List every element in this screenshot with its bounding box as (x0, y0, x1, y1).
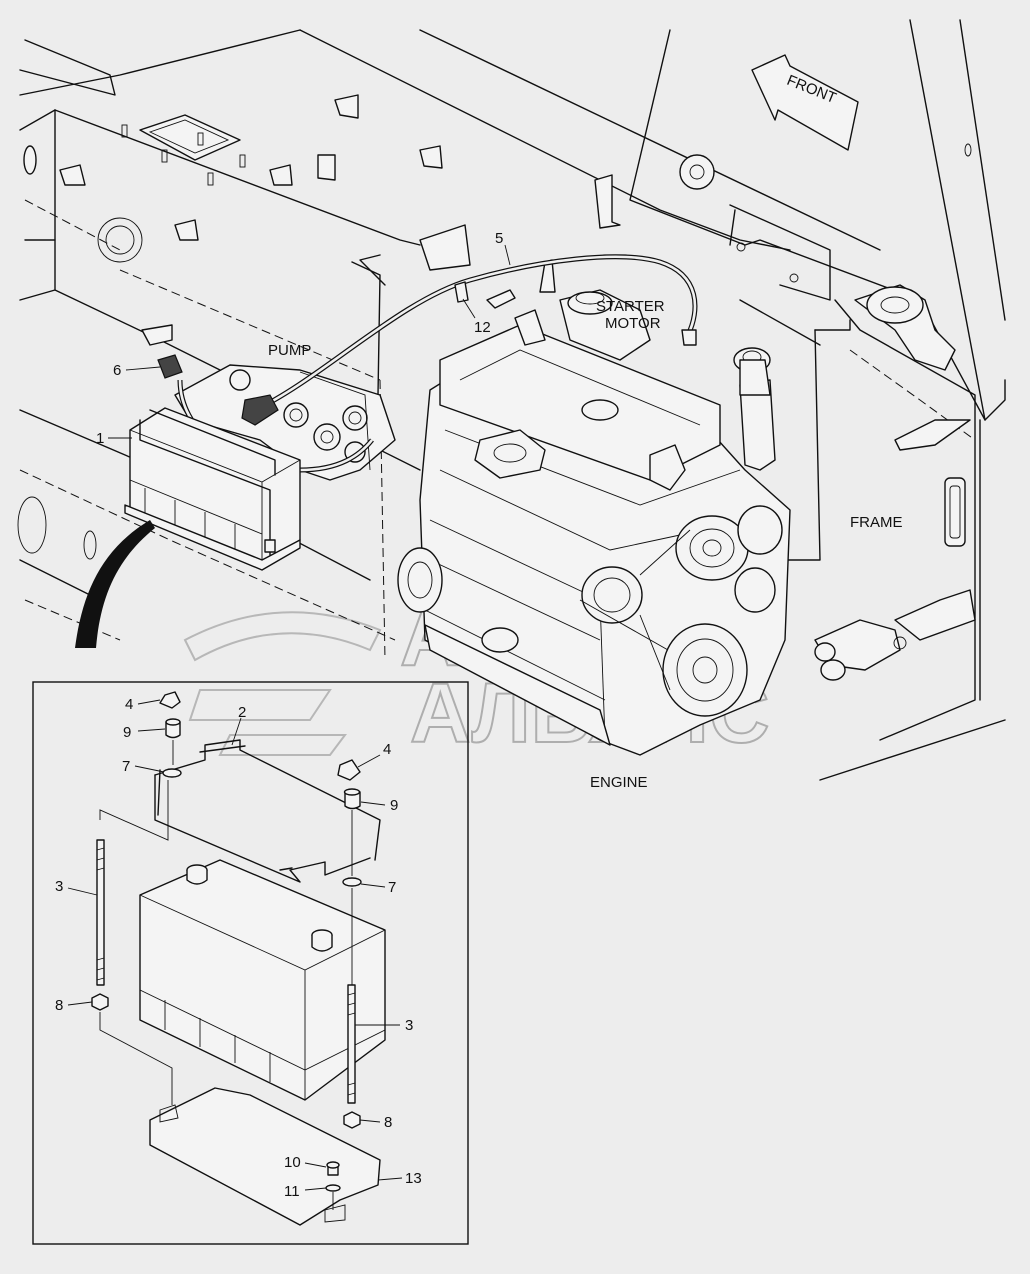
callout-7a: 7 (122, 758, 130, 775)
callout-6: 6 (113, 362, 121, 379)
battery-installed (124, 407, 301, 571)
callout-1: 1 (96, 430, 104, 447)
frame-label: FRAME (850, 514, 903, 531)
pump (174, 364, 396, 481)
starter-label-line2: MOTOR (605, 315, 661, 332)
callout-3b: 3 (405, 1017, 413, 1034)
front-arrow: FRONT (751, 54, 859, 151)
frame-structure (17, 19, 1006, 781)
callout-9a: 9 (123, 724, 131, 741)
callout-12: 12 (474, 319, 491, 336)
callout-3a: 3 (55, 878, 63, 895)
cable-5 (157, 254, 698, 473)
callout-7b: 7 (388, 879, 396, 896)
callout-8a: 8 (55, 997, 63, 1014)
callout-4a: 4 (125, 696, 133, 713)
labels: PUMP STARTER MOTOR FRAME ENGINE (268, 298, 903, 791)
engine-label: ENGINE (590, 774, 648, 791)
callouts: 1 2 3 3 4 4 5 6 7 7 8 8 9 9 10 11 12 (55, 230, 511, 1200)
detail-arrow (75, 520, 155, 648)
callout-2: 2 (238, 704, 246, 721)
starter-label-line1: STARTER (596, 298, 665, 315)
pump-label: PUMP (268, 342, 311, 359)
detail-inset (32, 681, 469, 1245)
callout-11: 11 (284, 1183, 300, 1200)
callout-10: 10 (284, 1154, 301, 1171)
callout-4b: 4 (383, 741, 391, 758)
callout-13: 13 (405, 1170, 422, 1187)
engine (397, 259, 976, 756)
callout-9b: 9 (390, 797, 398, 814)
callout-5: 5 (495, 230, 503, 247)
callout-8b: 8 (384, 1114, 392, 1131)
